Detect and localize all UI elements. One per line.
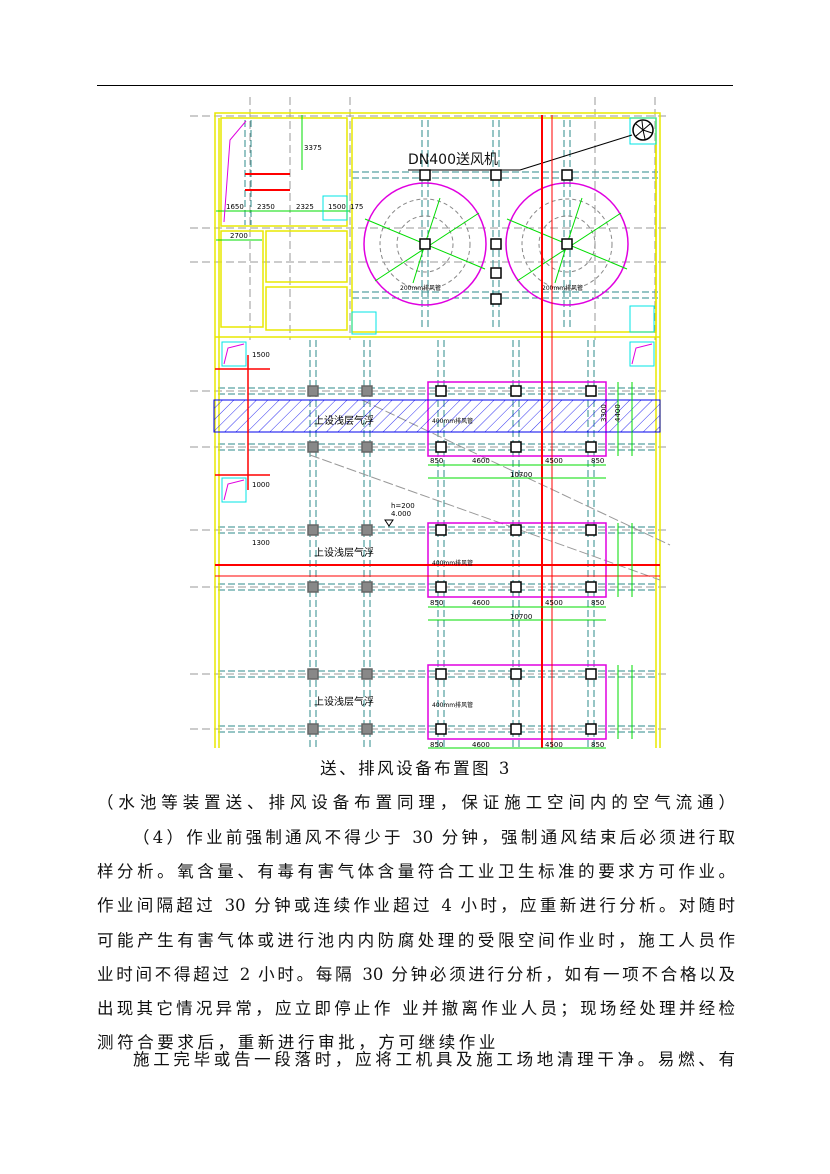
paragraph-line: 出现其它情况异常，应立即停止作 业并撤离作业人员；现场经处理并经检 xyxy=(97,999,735,1018)
dim-label: 3300 xyxy=(600,404,608,422)
dim-label: 1000 xyxy=(252,481,270,489)
hatched-duct-band xyxy=(213,399,661,433)
dim-label: 1500 xyxy=(328,203,346,211)
dim-label: 10700 xyxy=(510,471,532,479)
dim-label: 850 xyxy=(591,599,604,607)
paragraph-line: 施工完毕或告一段落时，应将工机具及施工场地清理干净。易燃、有 xyxy=(133,1050,735,1069)
duct-label: 200mm排风管 xyxy=(400,284,441,292)
duct-label: 400mm排风管 xyxy=(432,701,473,709)
dim-label: 4400 xyxy=(614,404,622,422)
pipes xyxy=(215,115,660,748)
fan-label: DN400送风机 xyxy=(408,152,498,168)
dim-label: h=200 xyxy=(391,502,415,510)
duct-label: 400mm排风管 xyxy=(432,559,473,567)
dim-label: 850 xyxy=(591,741,604,749)
beam-grid xyxy=(218,120,658,748)
duct-label: 400mm排风管 xyxy=(432,417,473,425)
dim-label: 1500 xyxy=(252,351,270,359)
dim-label: 2700 xyxy=(230,232,248,240)
tank-label: 上设浅层气浮 xyxy=(314,546,374,559)
dim-label: 4500 xyxy=(545,741,563,749)
dim-label: 850 xyxy=(430,457,443,465)
paragraph-line: （4）作业前强制通风不得少于 30 分钟，强制通风结束后必须进行取 xyxy=(133,828,735,847)
figure-note: （水池等装置送、排风设备布置同理，保证施工空间内的空气流通） xyxy=(97,793,735,812)
paragraph-line: 作业间隔超过 30 分钟或连续作业超过 4 小时，应重新进行分析。对随时 xyxy=(97,896,735,915)
paragraph-line: 业时间不得超过 2 小时。每隔 30 分钟必须进行分析，如有一项不合格以及 xyxy=(97,965,735,984)
tank-label: 上设浅层气浮 xyxy=(314,695,374,708)
vent-markers xyxy=(221,195,655,503)
dim-label: 4600 xyxy=(472,457,490,465)
dim-label: 4600 xyxy=(472,599,490,607)
dim-label: 3375 xyxy=(304,144,322,152)
dim-label: 1650 xyxy=(226,203,244,211)
figure-caption: 送、排风设备布置图 3 xyxy=(320,759,512,778)
duct-label: 200mm排风管 xyxy=(542,284,583,292)
elevation-label: 4.000 xyxy=(391,510,411,518)
dim-label: 10700 xyxy=(510,613,532,621)
dim-label: 2350 xyxy=(257,203,275,211)
dim-label: 4500 xyxy=(545,599,563,607)
dimension-lines xyxy=(216,115,633,749)
dim-label: 850 xyxy=(591,457,604,465)
dim-label: 850 xyxy=(430,741,443,749)
columns xyxy=(307,169,597,735)
paragraph-line: 测符合要求后，重新进行审批，方可继续作业 xyxy=(97,1033,499,1052)
elevation-marker xyxy=(384,519,394,527)
tank-label: 上设浅层气浮 xyxy=(314,414,374,427)
dim-label: 2325 xyxy=(296,203,314,211)
paragraph-line: 可能产生有害气体或进行池内内防腐处理的受限空间作业时，施工人员作 xyxy=(97,931,735,950)
dim-label: 850 xyxy=(430,599,443,607)
fan-icon xyxy=(629,117,657,145)
dim-label: 4500 xyxy=(545,457,563,465)
dim-label: 1300 xyxy=(252,539,270,547)
header-rule xyxy=(97,85,733,86)
paragraph-line: 样分析。氧含量、有毒有害气体含量符合工业卫生标准的要求方可作业。 xyxy=(97,862,735,881)
dim-label: 4600 xyxy=(472,741,490,749)
dim-label: 175 xyxy=(350,203,363,211)
